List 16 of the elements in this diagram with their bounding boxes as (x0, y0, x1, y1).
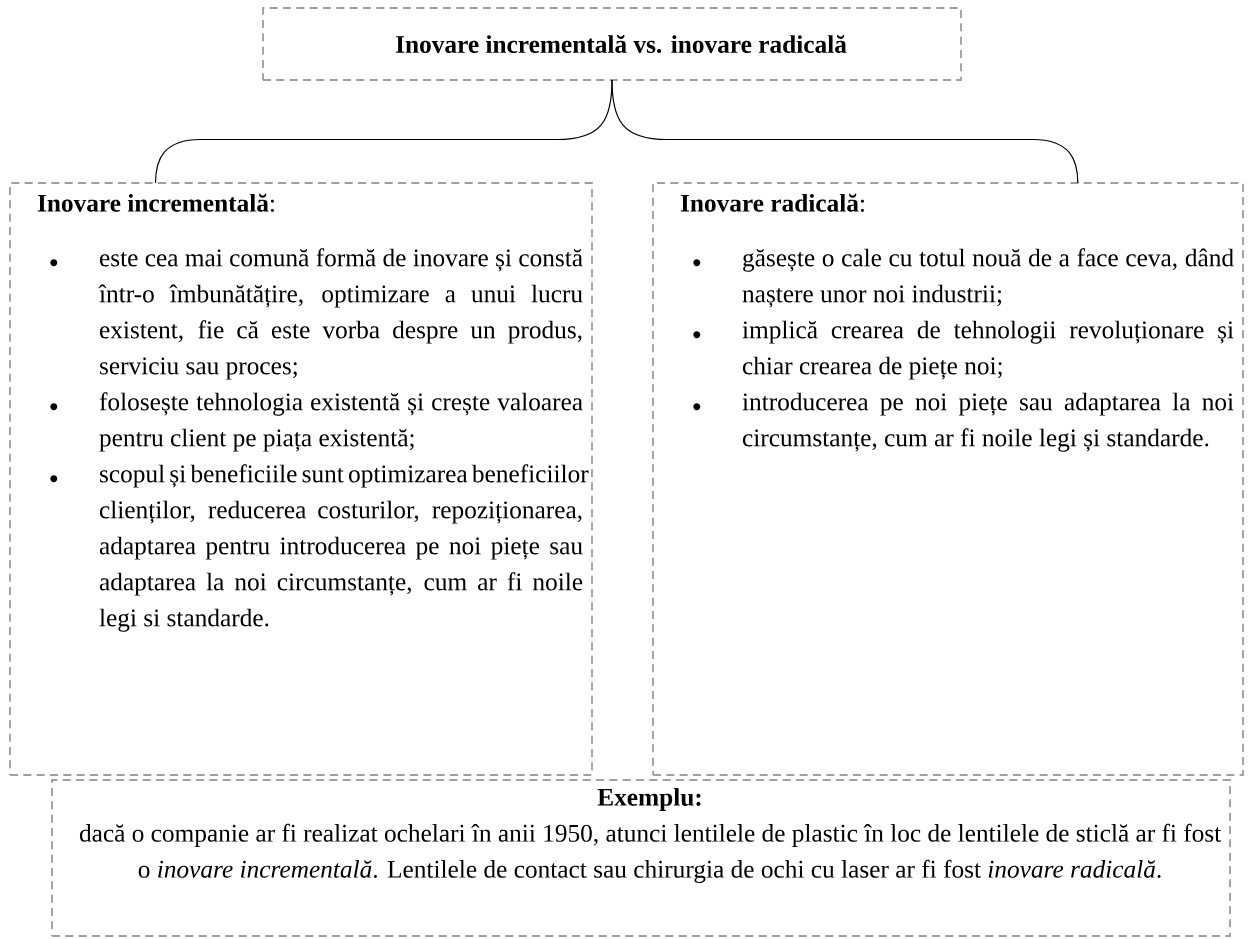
bullet-item: folosește tehnologia existentă și crește valoarea pentru client pe piața existentă; (50, 392, 583, 452)
text-box (262, 7, 962, 81)
heading: Inovare radicală: (680, 193, 864, 212)
text-box (9, 182, 593, 776)
title: Inovare incrementală vs. inovare radicală (396, 34, 847, 54)
bullet-item: introducerea pe noi piețe sau adaptarea la noi circumstanțe, cum ar fi noile legi și standarde. (693, 392, 1234, 452)
paragraph: dacă o companie ar fi realizat ochelari în anii 1950, atunci lentilele de plastic în loc de lentilele de sticlă ar fi fost o inovare incrementală. Lentilele de contact sau chirurgia de ochi cu laser ar fi fost inovare radicală. (79, 823, 1222, 884)
bullet-item: găsește o cale cu totul nouă de a face ceva, dând naștere unor noi industrii; (693, 248, 1234, 308)
bullet-item: scopul și beneficiile sunt optimizarea beneficiilor clienților, reducerea costurilor, repoziționarea, adaptarea pentru introducerea pe noi piețe sau adaptarea la noi circumstanțe, cum ar fi noile legi si standarde. (50, 464, 589, 632)
heading: Inovare incrementală: (37, 193, 274, 212)
bullet-item: este cea mai comună formă de inovare și constă într-o îmbunătățire, optimizare a unui lucru existent, fie că este vorba despre un produs, serviciu sau proces; (50, 248, 583, 380)
bullet-item: implică crearea de tehnologii revoluționare și chiar crearea de piețe noi; (693, 320, 1234, 380)
heading: Exemplu: (597, 788, 701, 811)
text-box (652, 182, 1244, 776)
text-box (51, 779, 1231, 937)
connector-line (611, 79, 1079, 184)
